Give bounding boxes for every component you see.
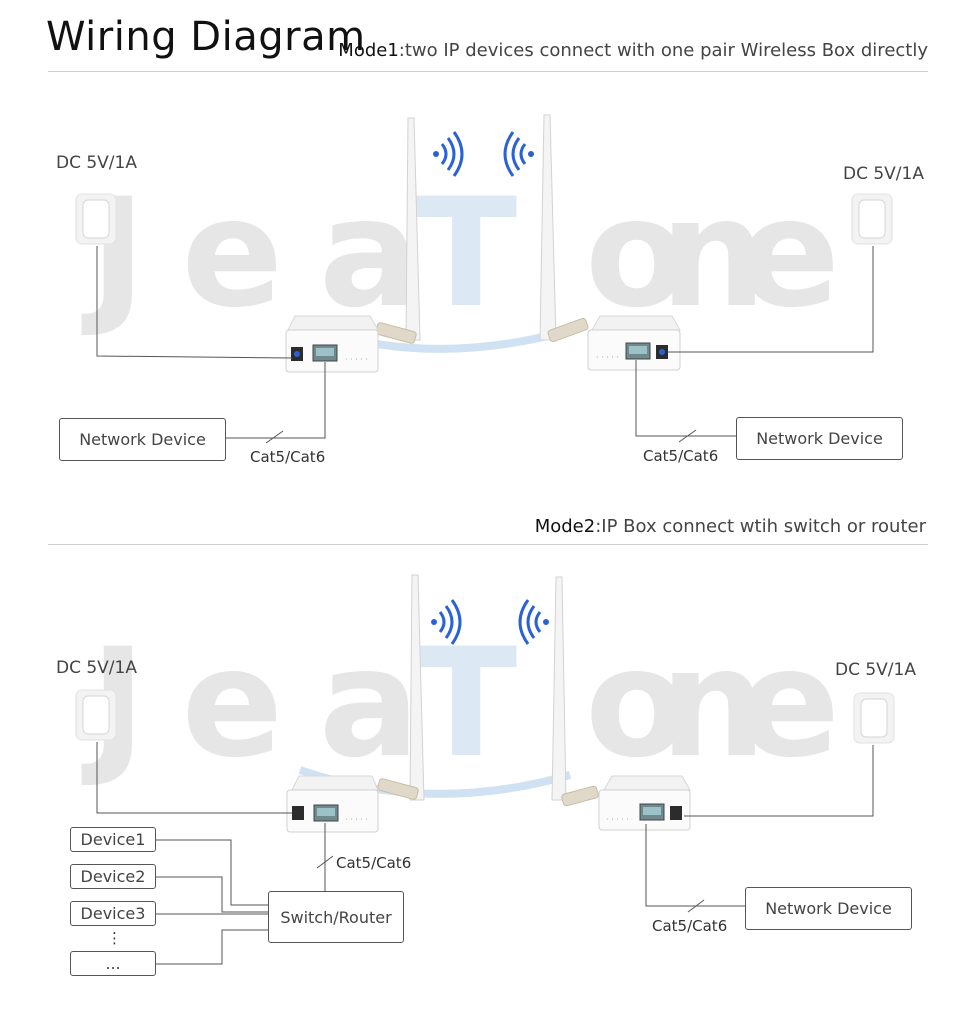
mode1-power-label-left: DC 5V/1A [56,153,137,173]
mode2-network-device-right: Network Device [745,887,912,930]
svg-text:one: one [585,617,840,791]
mode1-wifi-right-icon [503,131,534,177]
svg-text:· · · · ·: · · · · · [345,815,368,824]
mode2-caption: Mode2:IP Box connect wtih switch or rout… [535,516,926,537]
mode2-switch-router: Switch/Router [268,891,404,943]
svg-text:one: one [585,167,840,341]
mode2-description: :IP Box connect wtih switch or router [595,516,926,537]
mode2-device-more: ... [70,951,156,976]
mode2-wires [96,742,874,965]
mode1-divider [48,71,928,72]
mode2-router-left: · · · · · [286,775,379,833]
mode2-switch-cable-label: Cat5/Cat6 [336,854,412,872]
mode1-network-device-right: Network Device [736,417,903,460]
mode2-antenna-left [377,574,425,801]
mode1-antenna-right [539,114,589,343]
mode2-watermark: Jea T one [81,617,840,798]
mode1-cable-label-right: Cat5/Cat6 [643,447,719,465]
mode1-description: :two IP devices connect with one pair Wi… [398,40,928,61]
mode1-router-left: · · · · · [285,315,379,373]
svg-text:· · · · ·: · · · · · [606,815,629,824]
page-title: Wiring Diagram [46,14,366,60]
mode2-power-adapter-left [75,689,117,741]
mode1-cable-label-left: Cat5/Cat6 [250,448,326,466]
mode1-label: Mode1 [338,40,399,61]
svg-text:· · · · ·: · · · · · [596,353,619,362]
svg-text:T: T [415,617,517,791]
mode2-wifi-left-icon [431,599,462,645]
mode2-device-3: Device3 [70,901,156,926]
mode2-router-right: · · · · · [598,775,691,831]
mode1-network-device-left: Network Device [59,418,226,461]
mode2-device-2: Device2 [70,864,156,889]
mode1-caption: Mode1:two IP devices connect with one pa… [338,40,928,61]
svg-text:· · · · ·: · · · · · [345,355,368,364]
mode2-label: Mode2 [534,516,596,537]
mode2-wifi-right-icon [518,599,549,645]
mode2-device-more-ellipsis: ⋮ [107,929,122,947]
mode1-power-adapter-left [75,193,117,245]
mode2-antenna-right [551,576,599,807]
mode1-antenna-left [375,117,421,344]
mode1-power-label-right: DC 5V/1A [843,164,924,184]
mode2-power-adapter-right [853,692,895,744]
mode1-wires [96,246,874,444]
mode1-router-right: · · · · · [587,315,681,371]
mode2-cable-label-right: Cat5/Cat6 [652,917,728,935]
svg-text:T: T [415,167,517,341]
mode2-power-label-right: DC 5V/1A [835,660,916,680]
svg-text:Jea: Jea [81,617,420,791]
mode1-watermark: Jea T one [81,167,840,353]
mode2-power-label-left: DC 5V/1A [56,658,137,678]
svg-text:Jea: Jea [81,167,420,341]
mode1-wifi-left-icon [433,131,464,177]
mode2-divider [48,544,928,545]
mode2-device-1: Device1 [70,827,156,852]
mode1-power-adapter-right [851,193,893,245]
